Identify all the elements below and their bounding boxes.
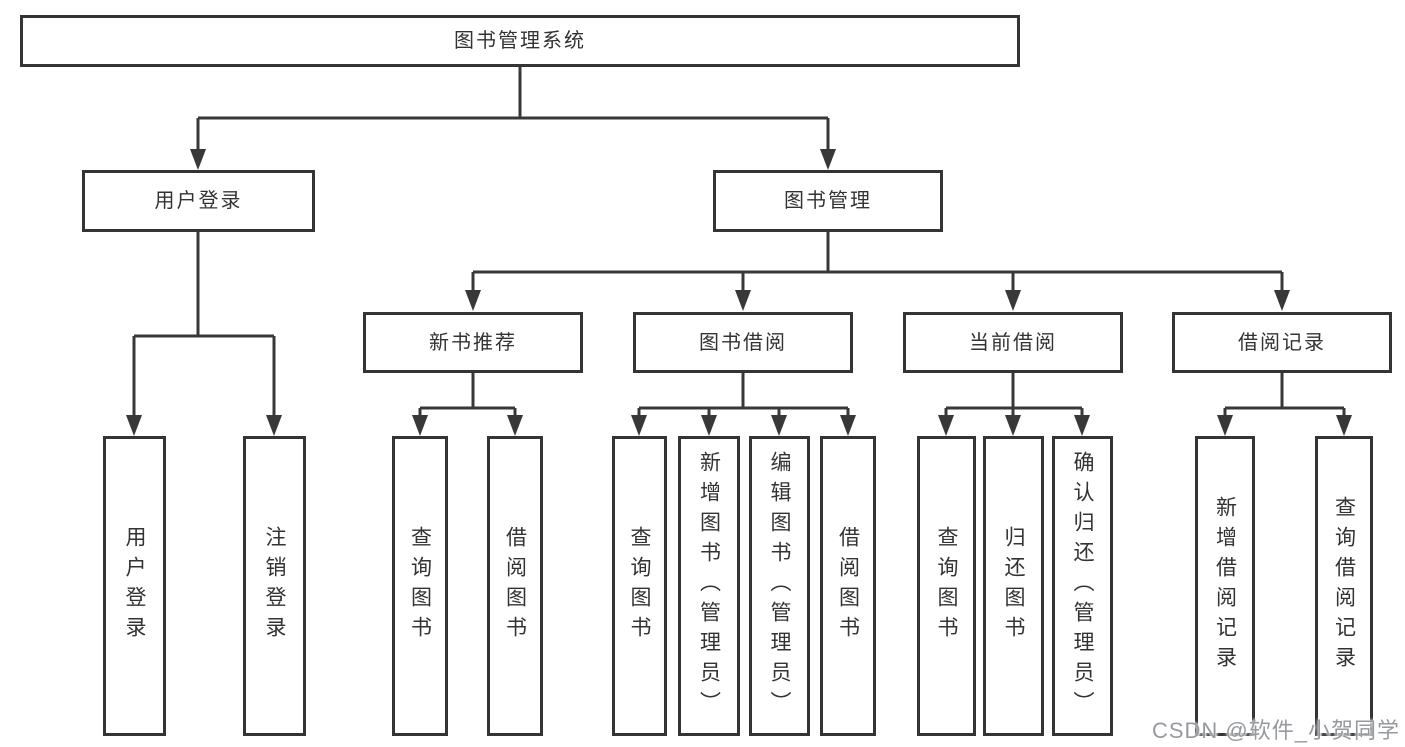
leaf-query-books-2: 查询图书 (612, 436, 667, 736)
csdn-watermark: CSDN @软件_小贺同学 (1151, 718, 1400, 743)
arrowheads (126, 149, 1352, 436)
node-user-login: 用户登录 (82, 170, 315, 232)
node-new-book-recommend: 新书推荐 (363, 312, 583, 373)
leaf-add-borrow-record: 新增借阅记录 (1195, 436, 1255, 736)
leaf-edit-books-admin: 编辑图书（管理员） (749, 436, 810, 736)
leaf-borrow-books-2: 借阅图书 (820, 436, 876, 736)
leaf-logout: 注销登录 (243, 436, 306, 736)
node-borrow-records: 借阅记录 (1172, 312, 1392, 373)
node-root: 图书管理系统 (20, 15, 1020, 67)
leaf-query-books-3: 查询图书 (917, 436, 976, 736)
node-book-management: 图书管理 (713, 170, 943, 232)
leaf-user-login: 用户登录 (103, 436, 166, 736)
node-current-borrow: 当前借阅 (903, 312, 1123, 373)
leaf-query-borrow-record: 查询借阅记录 (1315, 436, 1373, 736)
leaf-add-books-admin: 新增图书（管理员） (678, 436, 740, 736)
leaf-confirm-return-admin: 确认归还（管理员） (1052, 436, 1113, 736)
leaf-return-books: 归还图书 (983, 436, 1044, 736)
leaf-borrow-books-1: 借阅图书 (487, 436, 543, 736)
node-book-borrow: 图书借阅 (633, 312, 853, 373)
leaf-query-books-1: 查询图书 (392, 436, 448, 736)
connector-paths (132, 66, 1346, 415)
